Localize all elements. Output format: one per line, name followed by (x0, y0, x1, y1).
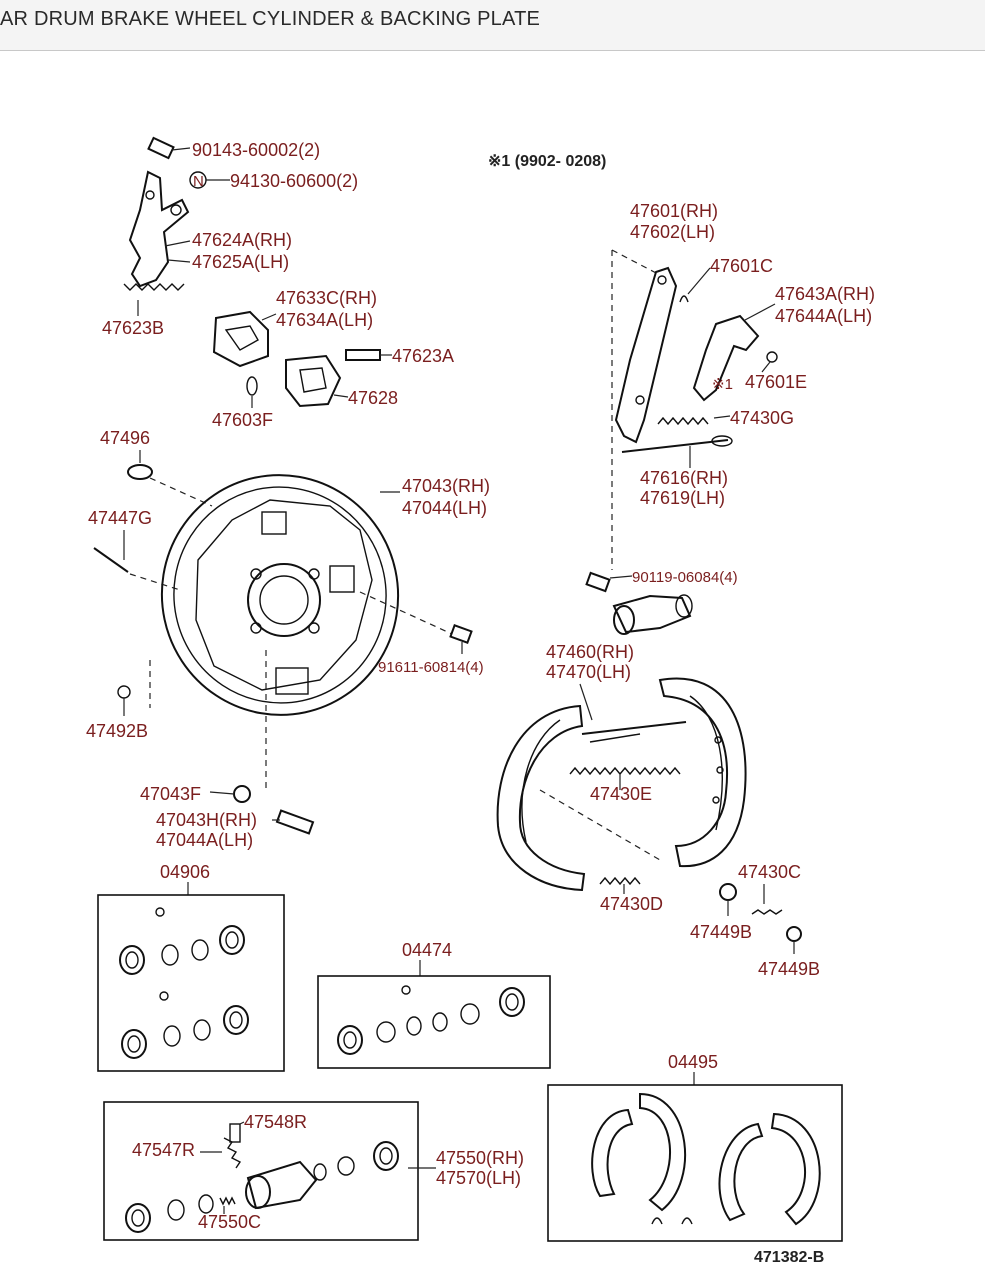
label-47643a: 47643A(RH) (775, 284, 875, 304)
pin-47447g (93, 530, 129, 573)
label-47430c: 47430C (738, 862, 801, 882)
kit-04474-contents (337, 985, 525, 1055)
spring-47623b (123, 283, 185, 316)
lever-47624a (128, 170, 191, 288)
parts-diagram: 90143-60002(2) N 94130-60600(2) 47624A(R… (0, 51, 985, 1279)
label-47547r: 47547R (132, 1140, 195, 1160)
label-04474: 04474 (402, 940, 452, 960)
label-90143: 90143-60002(2) (192, 140, 320, 160)
label-47570: 47570(LH) (436, 1168, 521, 1188)
label-47447g: 47447G (88, 508, 152, 528)
label-47043h: 47043H(RH) (156, 810, 257, 830)
label-47603f: 47603F (212, 410, 273, 430)
kit-04495-contents (591, 1092, 821, 1226)
figure-code: 471382-B (754, 1249, 824, 1266)
label-94130: 94130-60600(2) (230, 171, 358, 191)
label-47449b-2: 47449B (758, 959, 820, 979)
bolt-47623a (345, 349, 392, 361)
page-title: AR DRUM BRAKE WHEEL CYLINDER & BACKING P… (0, 8, 541, 30)
header-divider (0, 50, 985, 51)
label-47616: 47616(RH) (640, 468, 728, 488)
label-47449b-1: 47449B (690, 922, 752, 942)
label-47550c: 47550C (198, 1212, 261, 1232)
label-47550: 47550(RH) (436, 1148, 524, 1168)
strut-47616 (621, 435, 733, 468)
cylinder-body-47550 (125, 1141, 436, 1233)
bleeder-47547r (200, 1137, 242, 1169)
strut-47628 (285, 354, 349, 408)
bolt-90143 (147, 136, 191, 160)
lever-47601 (614, 266, 678, 444)
label-47043f: 47043F (140, 784, 201, 804)
nut-47043f (209, 785, 251, 803)
wheel-cylinder-47550 (612, 594, 693, 635)
strut-47633c (212, 310, 277, 368)
label-47623a: 47623A (392, 346, 454, 366)
kit-box-04495 (547, 1084, 843, 1242)
label-47430g: 47430G (730, 408, 794, 428)
washer-47449b-2 (786, 926, 802, 954)
bolt-47043h (272, 809, 315, 835)
label-47633c: 47633C(RH) (276, 288, 377, 308)
adjuster-strut (581, 721, 687, 743)
guide-line-bolt (359, 591, 453, 635)
bolt-91611 (449, 624, 473, 654)
lever-47643a (692, 303, 776, 402)
n-mark: N (193, 173, 204, 190)
label-47470: 47470(LH) (546, 662, 631, 682)
kit-box-wheel-cylinder (103, 1101, 419, 1241)
spring-47430d (599, 876, 641, 894)
label-47043: 47043(RH) (402, 476, 490, 496)
label-04906: 04906 (160, 862, 210, 882)
bleeder-47548r (229, 1121, 245, 1143)
plug-47496 (127, 450, 153, 480)
leader-47460 (579, 683, 593, 721)
label-47492b: 47492B (86, 721, 148, 741)
note-production-date: ※1 (9902- 0208) (488, 153, 606, 170)
spring-47430c (751, 884, 783, 915)
label-47496: 47496 (100, 428, 150, 448)
guide-line-plug (149, 477, 213, 507)
plug-47492b (117, 685, 131, 716)
kit-box-04906 (97, 894, 285, 1072)
nut-94130: N (189, 171, 230, 190)
label-47601: 47601(RH) (630, 201, 718, 221)
label-47601e: 47601E (745, 372, 807, 392)
label-47601c: 47601C (710, 256, 773, 276)
washer-47601e (761, 351, 778, 373)
guide-line-lever (611, 249, 661, 276)
washer-47449b-1 (719, 883, 737, 916)
clip-47603f (246, 376, 258, 408)
label-47619: 47619(LH) (640, 488, 725, 508)
clip-47601c (679, 267, 711, 303)
label-47430e: 47430E (590, 784, 652, 804)
label-47044a: 47044A(LH) (156, 830, 253, 850)
brake-shoe-right (658, 677, 747, 868)
label-47602: 47602(LH) (630, 222, 715, 242)
backing-plate-47043 (160, 474, 400, 716)
label-47624a: 47624A(RH) (192, 230, 292, 250)
label-90119: 90119-06084(4) (632, 569, 738, 586)
spring-47430e (569, 766, 681, 790)
guide-line-pin (129, 573, 181, 591)
label-47044: 47044(LH) (402, 498, 487, 518)
label-47548r: 47548R (244, 1112, 307, 1132)
spring-47430g (657, 415, 731, 426)
label-04495: 04495 (668, 1052, 718, 1072)
label-47625a: 47625A(LH) (192, 252, 289, 272)
header-bar: AR DRUM BRAKE WHEEL CYLINDER & BACKING P… (0, 0, 985, 51)
mark-note-1: ※1 (712, 376, 733, 393)
label-91611: 91611-60814(4) (378, 659, 484, 676)
brake-shoe-left (496, 704, 586, 892)
label-47634a: 47634A(LH) (276, 310, 373, 330)
label-47623b: 47623B (102, 318, 164, 338)
bolt-90119 (585, 571, 633, 593)
kit-box-04474 (317, 975, 551, 1069)
label-47628: 47628 (348, 388, 398, 408)
label-47644a: 47644A(LH) (775, 306, 872, 326)
label-47430d: 47430D (600, 894, 663, 914)
kit-04906-contents (119, 907, 249, 1059)
label-47460: 47460(RH) (546, 642, 634, 662)
guide-line-shoes (539, 789, 661, 861)
